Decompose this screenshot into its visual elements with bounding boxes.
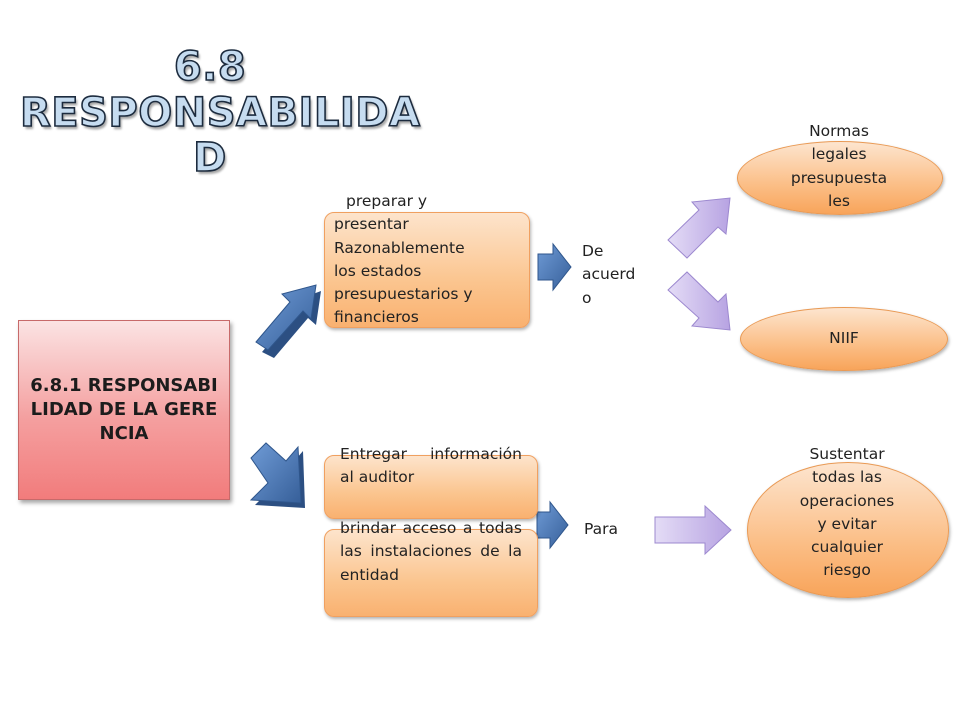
deliver-info-box <box>324 455 538 519</box>
normas-legales-oval <box>737 141 943 215</box>
title-line-3: D <box>192 135 227 182</box>
sustain-operations-oval <box>747 462 949 598</box>
deliver-info-text: Entregar información al auditor <box>340 445 522 487</box>
normas-legales-text: Normas legales presupuesta les <box>790 122 888 210</box>
prepare-present-box <box>324 212 530 328</box>
management-responsibility-box: 6.8.1 RESPONSABILIDAD DE LA GERENCIA <box>18 320 230 500</box>
provide-access-box <box>324 529 538 617</box>
according-to-label: De acuerd o <box>582 242 636 307</box>
arrow-up-right-lilac <box>667 197 731 259</box>
prepare-present-text: preparar y presentar Razonablemente los … <box>334 192 473 327</box>
arrow-right-small-bottom <box>536 500 569 550</box>
for-label: Para <box>584 520 619 538</box>
arrow-up-right-large <box>255 284 321 358</box>
sustain-operations-text: Sustentar todas las operaciones y evitar… <box>799 445 895 580</box>
page-title: 6.8 RESPONSABILIDA D <box>19 44 421 182</box>
arrow-down-right-lilac <box>667 271 731 331</box>
title-line-2: RESPONSABILIDA <box>19 89 421 136</box>
title-line-1: 6.8 <box>173 44 247 91</box>
management-box-text: 6.8.1 RESPONSABILIDAD DE LA GERENCIA <box>30 375 218 444</box>
niif-oval: NIIF <box>740 307 948 371</box>
arrow-down-right-large <box>249 442 305 508</box>
arrow-right-small-top <box>537 242 572 292</box>
niif-text: NIIF <box>829 329 859 348</box>
provide-access-text: brindar acceso a todas las instalaciones… <box>340 519 522 584</box>
arrow-right-lilac <box>654 504 732 556</box>
